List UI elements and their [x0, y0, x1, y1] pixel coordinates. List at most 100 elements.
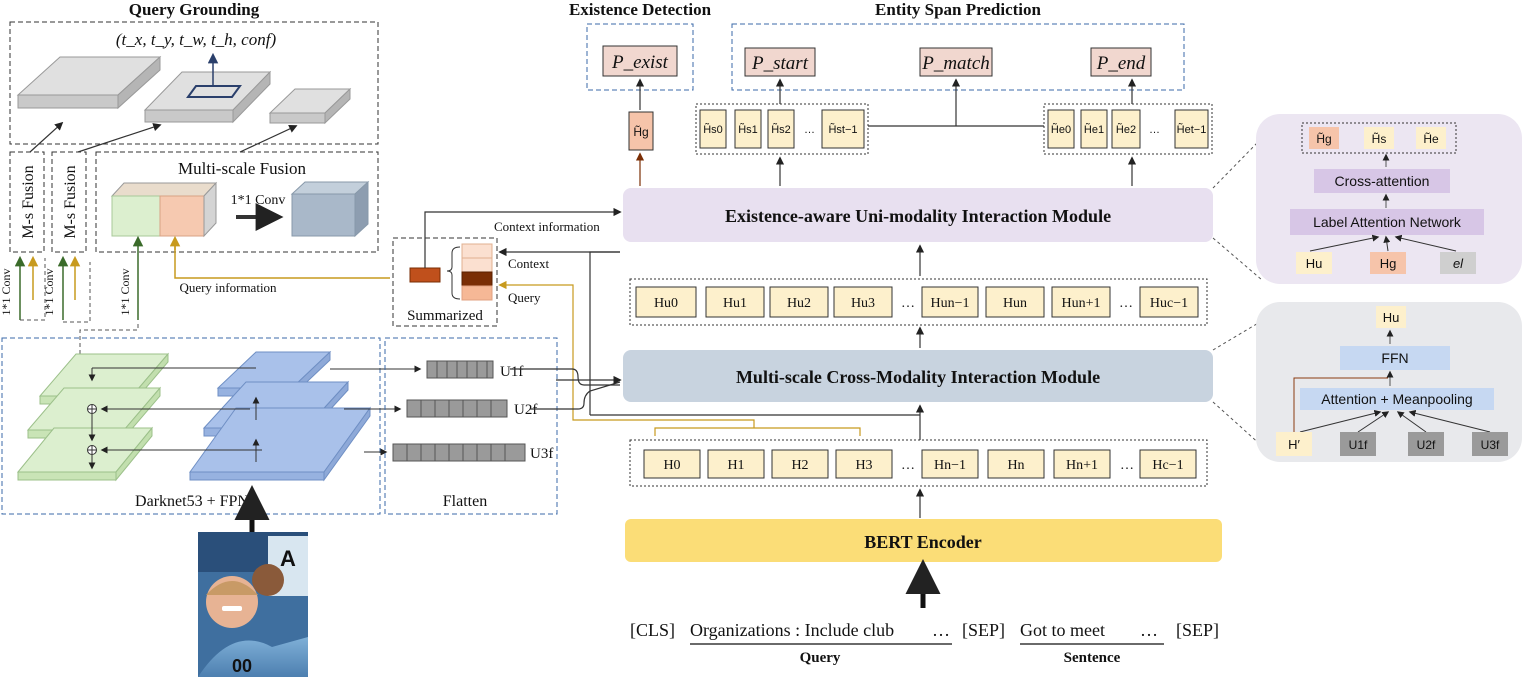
ms-fusion-box-1 [9, 151, 45, 253]
end-row-token-label: … [1149, 124, 1160, 136]
flatten-vector-1 [426, 360, 494, 379]
h-row-token-label: Hc−1 [1152, 458, 1183, 473]
side-conv-label-1: 1*1 Conv [0, 268, 13, 315]
hu-row-token-label: Hun [1003, 296, 1027, 311]
section-title-query-grounding: Query Grounding [129, 0, 260, 19]
end-row-token-box [1047, 109, 1075, 149]
start-row-token-label: H̃s2 [771, 123, 791, 136]
entity-span-box [731, 23, 1185, 91]
h-row-group [629, 439, 1208, 487]
hu-row-token-box [1139, 286, 1199, 318]
zoom-line-top-2 [1212, 237, 1263, 281]
darknet-fpn-box [1, 337, 381, 515]
panel-input-u1f-label: U1f [1349, 438, 1368, 452]
hu-row-token-label: Hu3 [851, 296, 875, 311]
grey-slab-small [268, 87, 352, 125]
u1f-token: U1f [500, 364, 523, 380]
fusion-to-slab-arrow-1 [29, 121, 64, 153]
h-g-label: H̃g [633, 124, 648, 139]
query-path [498, 280, 755, 428]
h-g-token [628, 111, 654, 151]
panel-input-el [1440, 252, 1476, 274]
zoom-line-bottom-2 [1212, 401, 1263, 447]
h-row-token-label: Hn−1 [934, 458, 966, 473]
h-row-token-box [1139, 449, 1197, 479]
context-return-line [589, 251, 620, 415]
fusion-to-slab-arrow-2 [77, 123, 162, 153]
h-row-token-label: … [1120, 458, 1134, 473]
hu-row-token-box [921, 286, 979, 318]
sep-token-1: [SEP] [962, 620, 1005, 640]
input-photo: A 00 [198, 532, 308, 677]
u-vector-line-1 [510, 368, 620, 386]
label-attention-network-box [1290, 209, 1484, 235]
h-row-token-box [771, 449, 829, 479]
hu-row-token-box [769, 286, 829, 318]
query-underline-label: Query [800, 650, 841, 666]
h-row-token-box [643, 449, 701, 479]
lan-input-arrow-2 [1383, 235, 1391, 252]
u2f-token: U2f [514, 402, 537, 418]
fused-feature-cube [110, 181, 218, 238]
query-ellipsis: … [932, 620, 950, 640]
section-title-existence-detection: Existence Detection [569, 0, 712, 19]
bert-encoder-label: BERT Encoder [864, 532, 982, 552]
side-conv-label-2: 1*1 Conv [42, 268, 56, 315]
query-text: Organizations : Include club [690, 620, 894, 640]
sep-token-2: [SEP] [1176, 620, 1219, 640]
end-row-token-label: H̃e2 [1116, 123, 1136, 136]
hu-row-token-label: Hu2 [787, 296, 811, 311]
hu-row-token-label: Huc−1 [1150, 296, 1188, 311]
summary-vector [409, 267, 441, 283]
hu-row-token-label: Hun+1 [1061, 296, 1100, 311]
existence-aware-module [623, 188, 1213, 242]
darknet-fpn-label: Darknet53 + FPN [135, 493, 249, 510]
conv-label: 1*1 Conv [231, 193, 286, 208]
attn-input-arrow-4 [1408, 409, 1491, 433]
panel-input-u3f [1472, 432, 1508, 456]
start-row-token-box [821, 109, 865, 149]
attention-meanpooling-box [1300, 388, 1494, 410]
panel-input-hg-label: Hg [1380, 256, 1397, 271]
grounding-output-label: (t_x, t_y, t_w, t_h, conf) [116, 30, 277, 49]
h-row-token-label: H3 [855, 458, 872, 473]
ms-fusion-box-2 [51, 151, 87, 253]
hu-row-group [629, 278, 1208, 326]
side-conv-label-3: 1*1 Conv [118, 268, 132, 315]
panel-input-u2f [1408, 432, 1444, 456]
hu-row-token-label: … [1119, 296, 1133, 311]
panel-output-hu [1376, 306, 1406, 328]
panel-token-hs [1364, 127, 1394, 149]
p-start-label: P_start [751, 53, 809, 74]
cross-attention-label: Cross-attention [1335, 173, 1430, 189]
panel-output-hu-label: Hu [1383, 310, 1400, 325]
context-label: Context [508, 256, 550, 271]
grey-slab-medium [143, 70, 272, 124]
h-row-token-label: … [901, 458, 915, 473]
start-row-token-box [734, 109, 762, 149]
hu-row-token-box [705, 286, 765, 318]
grey-slab-large [16, 55, 162, 110]
cls-token: [CLS] [630, 620, 675, 640]
end-token-group [1043, 103, 1213, 155]
dashed-connector-2 [63, 262, 91, 323]
zoom-line-bottom-1 [1212, 321, 1261, 351]
cross-modality-module [623, 350, 1213, 402]
start-row-token-label: H̃st−1 [828, 123, 857, 136]
end-row-token-box [1080, 109, 1108, 149]
flatten-box [384, 337, 558, 515]
start-row-token-box [767, 109, 795, 149]
panel-input-hprime-label: H′ [1288, 437, 1300, 452]
panel-input-u3f-label: U3f [1481, 438, 1500, 452]
summary-stack [461, 243, 493, 301]
blue-slab-3 [189, 406, 371, 482]
sentence-text: Got to meet [1020, 620, 1105, 640]
start-row-token-label: H̃s0 [703, 123, 723, 136]
p-exist-box [602, 45, 678, 77]
h-row-token-label: Hn [1007, 458, 1024, 473]
flatten-vector-3 [392, 443, 526, 462]
